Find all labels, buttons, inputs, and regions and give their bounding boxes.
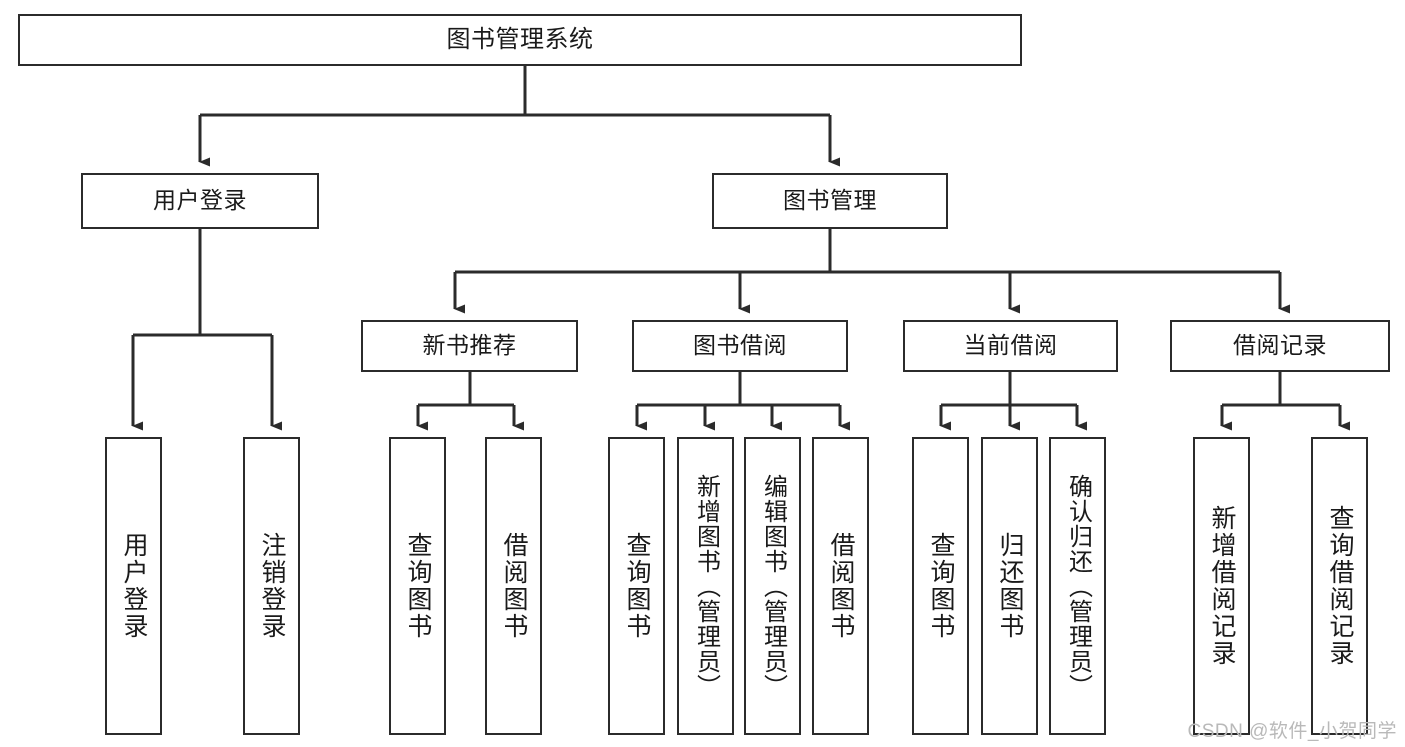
- node-leaf-logout-login[interactable]: 注销登录: [243, 437, 300, 735]
- node-leaf-borrow-book-1[interactable]: 借阅图书: [485, 437, 542, 735]
- node-borrow-record-label: 借阅记录: [1233, 332, 1327, 359]
- node-leaf-return-book[interactable]: 归还图书: [981, 437, 1038, 735]
- node-leaf-edit-book-admin-label: 编辑图书（管理员）: [759, 473, 787, 699]
- node-leaf-confirm-return-admin-label: 确认归还（管理员）: [1064, 473, 1092, 699]
- node-book-borrow-label: 图书借阅: [693, 332, 787, 359]
- node-leaf-add-borrow-record[interactable]: 新增借阅记录: [1193, 437, 1250, 735]
- node-user-login[interactable]: 用户登录: [81, 173, 319, 229]
- node-new-book-recommend-label: 新书推荐: [422, 332, 517, 359]
- node-leaf-user-login-label: 用户登录: [120, 532, 148, 640]
- watermark-text: CSDN @软件_小贺同学: [1187, 721, 1397, 742]
- node-leaf-borrow-book-2-label: 借阅图书: [827, 532, 855, 640]
- node-root-label: 图书管理系统: [446, 25, 594, 53]
- node-leaf-logout-login-label: 注销登录: [258, 532, 286, 640]
- node-leaf-edit-book-admin[interactable]: 编辑图书（管理员）: [744, 437, 801, 735]
- node-leaf-return-book-label: 归还图书: [996, 532, 1024, 640]
- node-new-book-recommend[interactable]: 新书推荐: [361, 320, 578, 372]
- node-book-manage-label: 图书管理: [783, 187, 877, 214]
- node-current-borrow-label: 当前借阅: [963, 332, 1058, 359]
- node-leaf-user-login[interactable]: 用户登录: [105, 437, 162, 735]
- node-root[interactable]: 图书管理系统: [18, 14, 1022, 66]
- node-user-login-label: 用户登录: [153, 187, 247, 214]
- node-leaf-borrow-book-1-label: 借阅图书: [500, 532, 528, 640]
- node-borrow-record[interactable]: 借阅记录: [1170, 320, 1390, 372]
- node-leaf-query-borrow-record[interactable]: 查询借阅记录: [1311, 437, 1368, 735]
- node-book-manage[interactable]: 图书管理: [712, 173, 948, 229]
- node-leaf-query-book-3-label: 查询图书: [927, 532, 955, 640]
- node-leaf-query-book-3[interactable]: 查询图书: [912, 437, 969, 735]
- node-leaf-query-book-2[interactable]: 查询图书: [608, 437, 665, 735]
- node-leaf-confirm-return-admin[interactable]: 确认归还（管理员）: [1049, 437, 1106, 735]
- node-leaf-borrow-book-2[interactable]: 借阅图书: [812, 437, 869, 735]
- node-leaf-query-borrow-record-label: 查询借阅记录: [1326, 505, 1354, 667]
- node-leaf-add-book-admin[interactable]: 新增图书（管理员）: [677, 437, 734, 735]
- node-book-borrow[interactable]: 图书借阅: [632, 320, 848, 372]
- node-current-borrow[interactable]: 当前借阅: [903, 320, 1118, 372]
- node-leaf-add-borrow-record-label: 新增借阅记录: [1208, 505, 1236, 667]
- node-leaf-add-book-admin-label: 新增图书（管理员）: [692, 473, 720, 699]
- node-leaf-query-book-2-label: 查询图书: [623, 532, 651, 640]
- node-leaf-query-book-1-label: 查询图书: [404, 532, 432, 640]
- node-leaf-query-book-1[interactable]: 查询图书: [389, 437, 446, 735]
